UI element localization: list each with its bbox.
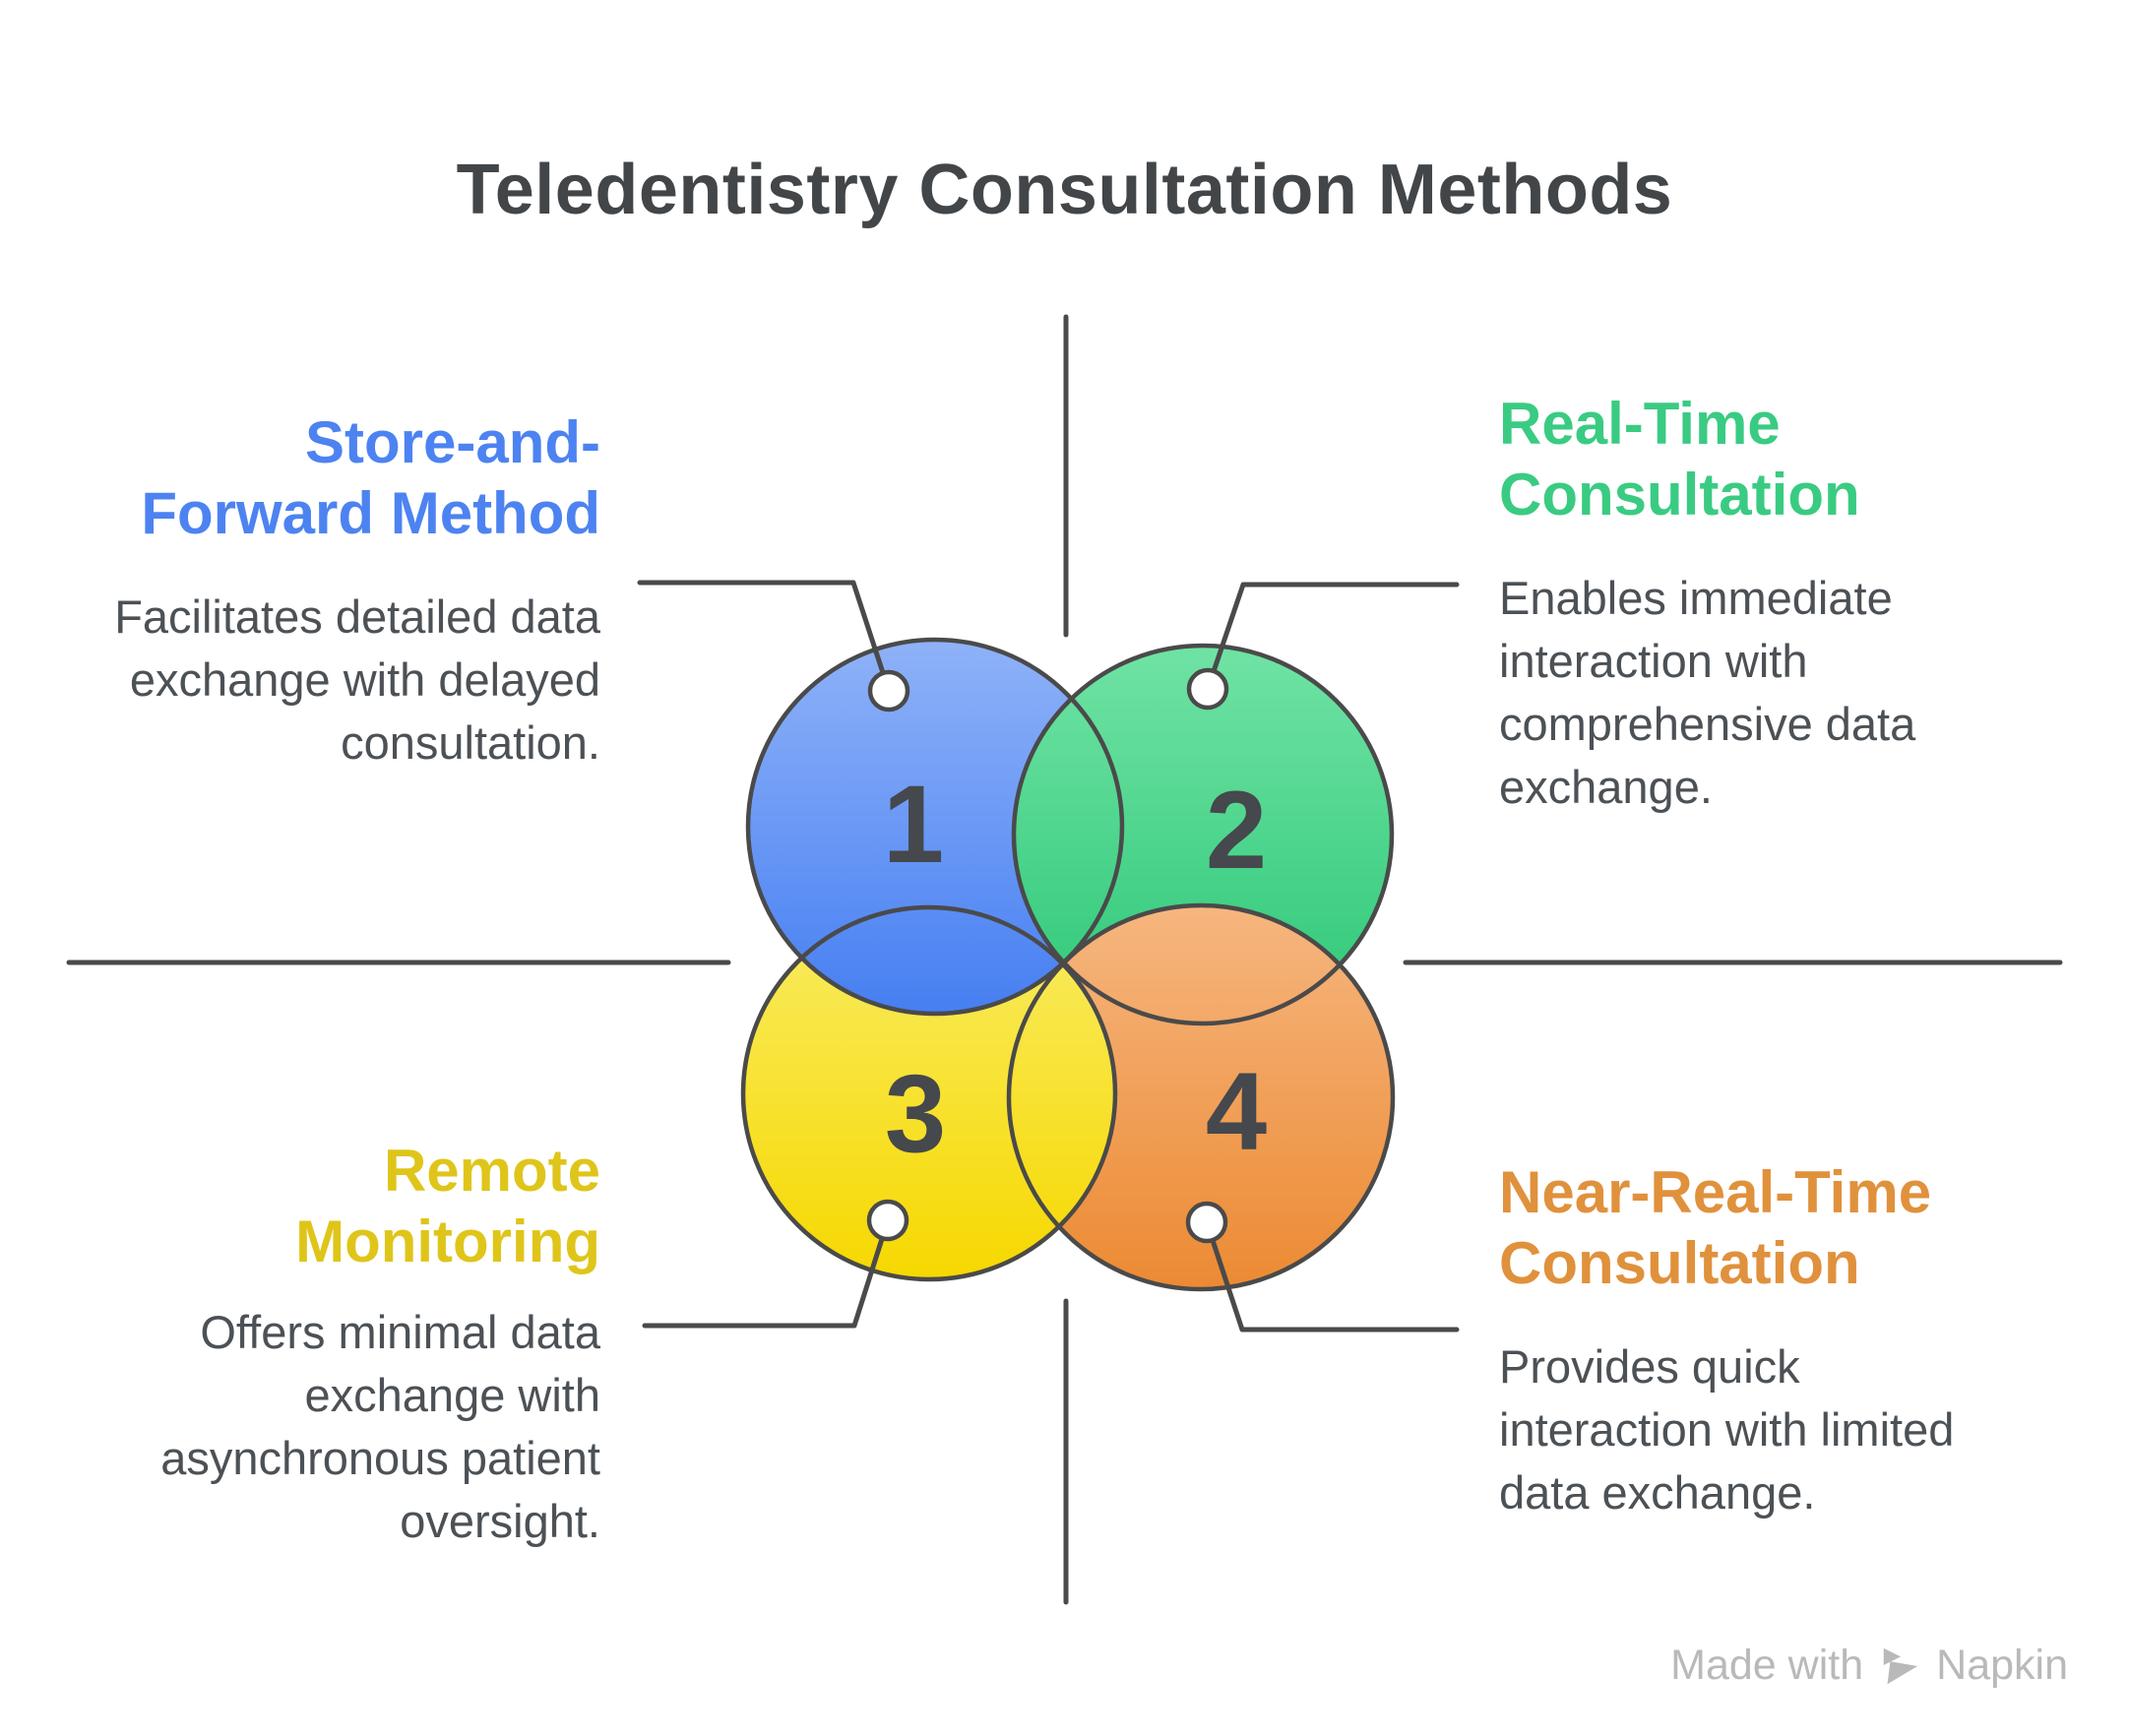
- method-4-title: Near-Real-Time Consultation: [1499, 1159, 1932, 1296]
- watermark-prefix: Made with: [1670, 1642, 1864, 1689]
- method-2-title: Real-Time Consultation: [1499, 391, 1860, 527]
- watermark-brand: Napkin: [1936, 1642, 2068, 1689]
- connector-1: [637, 580, 892, 694]
- circle-1-fill: [748, 640, 1122, 1014]
- method-3-label: Remote Monitoring Offers minimal data ex…: [59, 1136, 600, 1553]
- method-4-description: Provides quick interaction with limited …: [1499, 1340, 1955, 1519]
- circle-3-number: 3: [885, 1052, 946, 1175]
- circle-4-number: 4: [1206, 1050, 1267, 1173]
- anchor-dot-4: [1185, 1201, 1228, 1244]
- anchor-dot-1: [867, 669, 910, 713]
- connector-4: [1204, 1219, 1460, 1333]
- made-with-napkin-watermark: Made with Napkin: [1670, 1642, 2068, 1690]
- connector-2: [1205, 582, 1460, 692]
- circle-2-outline: [1011, 643, 1395, 1026]
- method-1-title: Store-and- Forward Method: [141, 409, 600, 546]
- circle-3-outline: [740, 904, 1118, 1282]
- circle-3-fill: [743, 907, 1115, 1279]
- page-title: Teledentistry Consultation Methods: [456, 151, 1673, 229]
- circle-1-number: 1: [883, 763, 944, 886]
- anchor-dot-2: [1186, 667, 1229, 711]
- method-3-description: Offers minimal data exchange with asynch…: [160, 1306, 600, 1547]
- method-1-label: Store-and- Forward Method Facilitates de…: [59, 407, 600, 775]
- method-3-title: Remote Monitoring: [295, 1138, 600, 1274]
- circle-2-number: 2: [1206, 769, 1267, 892]
- circle-4-fill: [1009, 905, 1393, 1289]
- anchor-dot-3: [866, 1199, 909, 1242]
- connector-3: [642, 1217, 891, 1329]
- method-4-label: Near-Real-Time Consultation Provides qui…: [1499, 1157, 2090, 1524]
- napkin-logo-icon: [1883, 1647, 1918, 1684]
- method-2-label: Real-Time Consultation Enables immediate…: [1499, 389, 2090, 819]
- circle-4-outline: [1006, 902, 1396, 1292]
- circle-1-outline: [745, 637, 1125, 1017]
- method-1-description: Facilitates detailed data exchange with …: [114, 590, 600, 769]
- method-2-description: Enables immediate interaction with compr…: [1499, 572, 1916, 813]
